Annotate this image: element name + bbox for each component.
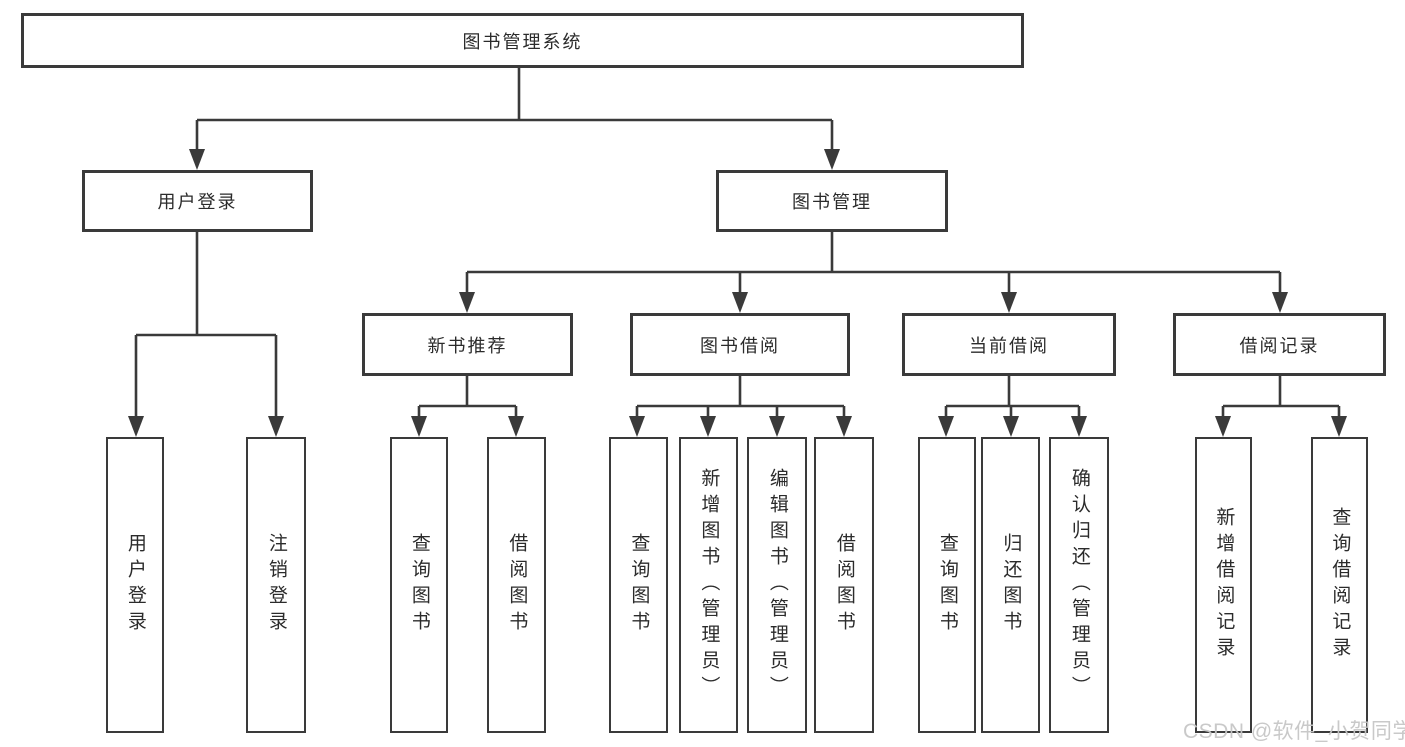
node-leaf-confirm-return-label: 确认归还（管理员） [1068, 468, 1090, 702]
node-new-book-rec: 新书推荐 [362, 313, 573, 376]
node-leaf-user-login-label: 用户登录 [124, 533, 146, 637]
node-leaf-borrow-book-2: 借阅图书 [814, 437, 874, 733]
node-leaf-edit-book: 编辑图书（管理员） [747, 437, 807, 733]
node-user-login: 用户登录 [82, 170, 313, 232]
node-current-borrow: 当前借阅 [902, 313, 1116, 376]
node-borrow-record-label: 借阅记录 [1239, 335, 1320, 356]
node-leaf-query-borrow-record: 查询借阅记录 [1311, 437, 1368, 733]
connector-root-to-level2 [189, 68, 840, 170]
connector-borrow-record-children [1215, 376, 1347, 437]
connector-book-mgmt-children [459, 232, 1288, 313]
node-leaf-add-borrow-record-label: 新增借阅记录 [1213, 507, 1235, 663]
node-leaf-query-book-3-label: 查询图书 [936, 533, 958, 637]
node-user-login-label: 用户登录 [157, 192, 238, 212]
node-leaf-logout: 注销登录 [246, 437, 306, 733]
node-borrow-record: 借阅记录 [1173, 313, 1386, 376]
connector-user-login-children [128, 232, 284, 437]
node-current-borrow-label: 当前借阅 [969, 335, 1049, 356]
node-leaf-query-book-2: 查询图书 [609, 437, 668, 733]
node-leaf-return-book-label: 归还图书 [1000, 533, 1022, 637]
connector-book-borrow-children [629, 376, 852, 437]
watermark: CSDN @软件_小贺同学 [1183, 720, 1405, 743]
node-leaf-borrow-book-1: 借阅图书 [487, 437, 546, 733]
node-leaf-query-borrow-record-label: 查询借阅记录 [1329, 507, 1351, 663]
node-book-borrow: 图书借阅 [630, 313, 850, 376]
node-root: 图书管理系统 [21, 13, 1024, 68]
node-leaf-return-book: 归还图书 [981, 437, 1040, 733]
node-leaf-query-book-1: 查询图书 [390, 437, 448, 733]
node-leaf-edit-book-label: 编辑图书（管理员） [766, 468, 788, 702]
node-root-label: 图书管理系统 [462, 31, 583, 52]
node-leaf-query-book-1-label: 查询图书 [408, 533, 430, 637]
node-leaf-borrow-book-1-label: 借阅图书 [506, 533, 528, 637]
node-leaf-borrow-book-2-label: 借阅图书 [833, 533, 855, 637]
node-book-borrow-label: 图书借阅 [700, 335, 780, 356]
connector-current-borrow-children [938, 376, 1087, 437]
node-leaf-add-book: 新增图书（管理员） [679, 437, 738, 733]
node-leaf-confirm-return: 确认归还（管理员） [1049, 437, 1109, 733]
node-new-book-rec-label: 新书推荐 [427, 335, 508, 356]
node-leaf-logout-label: 注销登录 [265, 533, 287, 637]
node-leaf-query-book-2-label: 查询图书 [628, 533, 650, 637]
node-leaf-add-borrow-record: 新增借阅记录 [1195, 437, 1252, 733]
node-leaf-add-book-label: 新增图书（管理员） [698, 468, 720, 702]
node-leaf-query-book-3: 查询图书 [918, 437, 976, 733]
connector-new-book-rec-children [411, 376, 524, 437]
node-book-mgmt-label: 图书管理 [792, 192, 872, 212]
node-leaf-user-login: 用户登录 [106, 437, 164, 733]
node-book-mgmt: 图书管理 [716, 170, 948, 232]
